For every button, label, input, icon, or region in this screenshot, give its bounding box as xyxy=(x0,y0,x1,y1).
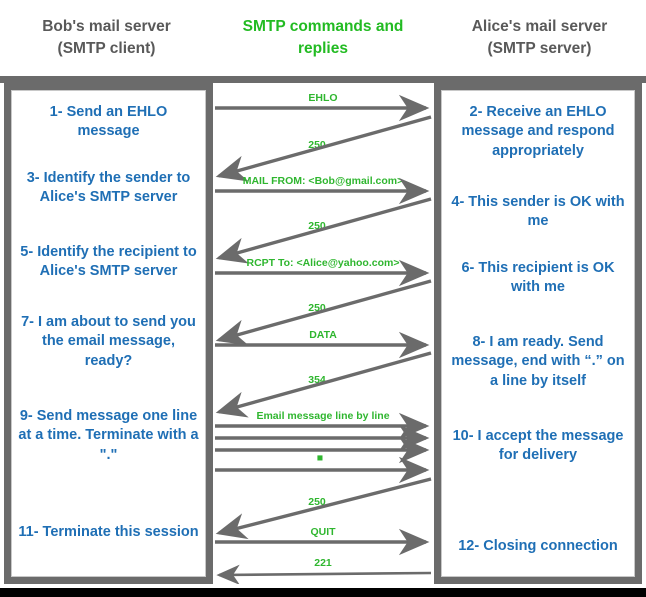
server-step-12: 12- Closing connection xyxy=(458,538,618,554)
header-protocol: SMTP commands and replies xyxy=(213,0,433,76)
server-step-6: 6- This recipient is OK with me xyxy=(461,260,615,296)
msg-terminator: ■ xyxy=(215,452,430,484)
header-protocol-line2: replies xyxy=(298,40,348,57)
header-server-line1: Alice's mail server xyxy=(471,17,608,35)
msg-250-d: 250 xyxy=(215,477,432,540)
client-step-1: 1- Send an EHLO message xyxy=(49,104,168,140)
msg-354: 354 xyxy=(215,351,432,418)
server-panel: 2- Receive an EHLO message and respond a… xyxy=(434,83,642,584)
msg-body-1-label: Email message line by line xyxy=(256,410,389,422)
client-step-11: 11- Terminate this session xyxy=(18,524,199,540)
server-panel-inner: 2- Receive an EHLO message and respond a… xyxy=(441,90,635,577)
header-client: Bob's mail server (SMTP client) xyxy=(0,0,213,76)
msg-221: 221 xyxy=(216,557,432,584)
server-step-4: 4- This sender is OK with me xyxy=(451,194,625,230)
msg-250-b: 250 xyxy=(215,197,432,264)
header-client-line2: (SMTP client) xyxy=(57,40,156,57)
column-headers: Bob's mail server (SMTP client) SMTP com… xyxy=(0,0,646,76)
client-step-7: 7- I am about to send you the email mess… xyxy=(21,314,196,369)
msg-data: DATA xyxy=(215,329,430,359)
msg-quit: QUIT xyxy=(215,526,430,556)
frame-bottom-bar xyxy=(0,588,646,597)
msg-rcpt-to-label: RCPT To: <Alice@yahoo.com> xyxy=(247,257,400,269)
msg-rcpt-to: RCPT To: <Alice@yahoo.com> xyxy=(215,257,430,287)
client-step-9: 9- Send message one line at a time. Term… xyxy=(18,408,199,463)
msg-250-d-label: 250 xyxy=(308,496,326,508)
server-step-10: 10- I accept the message for delivery xyxy=(452,428,624,464)
client-step-3: 3- Identify the sender to Alice's SMTP s… xyxy=(26,170,191,206)
message-flow: EHLO 250 MAIL FROM: <Bob@gmail.com> 250 … xyxy=(213,83,434,584)
msg-ehlo-label: EHLO xyxy=(308,92,337,104)
header-protocol-line1: SMTP commands and xyxy=(242,17,404,35)
msg-ehlo: EHLO xyxy=(215,92,430,122)
client-panel: 1- Send an EHLO message 3- Identify the … xyxy=(4,83,213,584)
msg-250-c: 250 xyxy=(215,279,432,346)
msg-body-1: Email message line by line xyxy=(215,410,430,440)
server-step-2: 2- Receive an EHLO message and respond a… xyxy=(461,104,615,159)
msg-250-a: 250 xyxy=(215,115,432,182)
msg-terminator-label: ■ xyxy=(317,452,323,464)
msg-quit-label: QUIT xyxy=(310,526,336,538)
client-panel-inner: 1- Send an EHLO message 3- Identify the … xyxy=(11,90,206,577)
msg-mail-from: MAIL FROM: <Bob@gmail.com> xyxy=(215,175,430,205)
msg-221-label: 221 xyxy=(314,557,332,569)
client-step-5: 5- Identify the recipient to Alice's SMT… xyxy=(20,244,197,280)
header-server: Alice's mail server (SMTP server) xyxy=(433,0,646,76)
server-step-8: 8- I am ready. Send message, end with “.… xyxy=(451,334,625,389)
msg-data-label: DATA xyxy=(309,329,337,341)
msg-mail-from-label: MAIL FROM: <Bob@gmail.com> xyxy=(243,175,404,187)
header-client-line1: Bob's mail server xyxy=(42,17,171,35)
header-server-line2: (SMTP server) xyxy=(487,40,592,57)
